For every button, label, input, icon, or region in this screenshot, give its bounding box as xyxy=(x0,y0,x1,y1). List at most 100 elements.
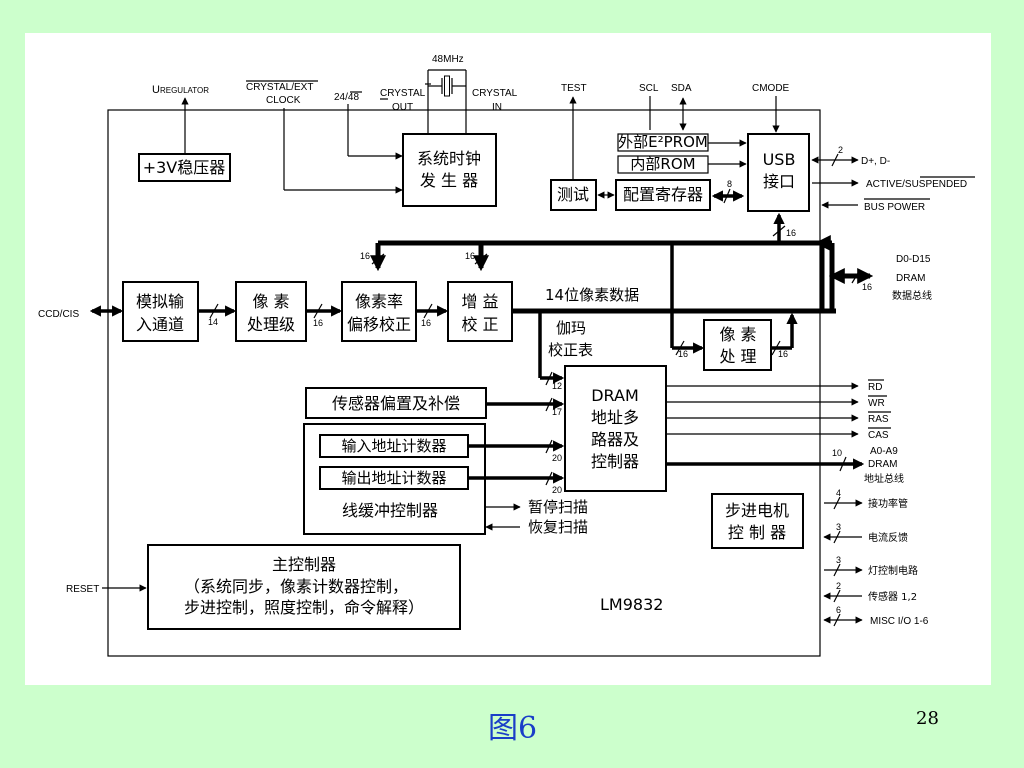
svg-text:配置寄存器: 配置寄存器 xyxy=(623,185,703,204)
usb-interface-block: USB 接口 xyxy=(747,133,810,212)
signal-ras: RAS xyxy=(868,414,889,425)
bus-width-20-b: 20 xyxy=(552,485,562,495)
int-rom-block: 内部ROM xyxy=(617,155,709,174)
svg-text:控 制 器: 控 制 器 xyxy=(728,523,786,542)
signal-d-plus-minus: D+, D- xyxy=(861,156,890,167)
label-gamma-1: 伽玛 xyxy=(556,319,586,337)
signal-crystal-out-1: CRYSTAL xyxy=(380,88,426,99)
bus-width-16-dram: 16 xyxy=(862,282,872,292)
bus-width-4: 4 xyxy=(836,488,841,498)
ext-prom-block: 外部E²PROM xyxy=(617,133,709,152)
svg-text:处理级: 处理级 xyxy=(247,315,295,334)
svg-text:接口: 接口 xyxy=(763,172,795,191)
svg-text:线缓冲控制器: 线缓冲控制器 xyxy=(342,501,438,520)
svg-text:入通道: 入通道 xyxy=(136,315,184,334)
svg-text:主控制器: 主控制器 xyxy=(272,555,336,574)
regulator-block: +3V稳压器 xyxy=(138,153,231,182)
bus-width-2-usb: 2 xyxy=(838,145,843,155)
page-number: 28 xyxy=(916,708,939,729)
signal-48mhz: 48MHz xyxy=(432,54,464,65)
bus-width-16-f: 16 xyxy=(778,349,788,359)
signal-d0-d15: D0-D15 xyxy=(896,254,931,265)
signal-active-suspended: ACTIVE/SUSPENDED xyxy=(866,179,967,190)
svg-text:校 正: 校 正 xyxy=(461,315,498,334)
svg-text:地址多: 地址多 xyxy=(591,408,639,427)
signal-misc-io: MISC I/O 1-6 xyxy=(870,616,929,627)
signal-ccd-cis: CCD/CIS xyxy=(38,309,79,320)
svg-text:像素率: 像素率 xyxy=(355,292,403,311)
bus-width-16-c: 16 xyxy=(313,318,323,328)
signal-dram-addr-bus: 地址总线 xyxy=(864,472,904,485)
svg-text:系统时钟: 系统时钟 xyxy=(417,149,481,168)
bus-width-16-d: 16 xyxy=(421,318,431,328)
config-register-block: 配置寄存器 xyxy=(615,179,711,211)
svg-text:发 生 器: 发 生 器 xyxy=(420,171,478,190)
signal-resume-scan: 恢复扫描 xyxy=(528,518,588,536)
chip-boundary xyxy=(107,109,821,657)
signal-sensor-12: 传感器 1,2 xyxy=(868,590,917,603)
bus-width-16-usb: 16 xyxy=(786,228,796,238)
signal-crystal-in-2: IN xyxy=(492,102,502,113)
crystal-symbol xyxy=(425,69,467,133)
label-14bit-pixel-data: 14位像素数据 xyxy=(545,286,639,304)
dram-controller-block: DRAM 地址多 路器及 控制器 xyxy=(564,365,667,492)
svg-text:步进电机: 步进电机 xyxy=(725,501,789,520)
svg-text:USB: USB xyxy=(763,150,796,169)
bus-width-10: 10 xyxy=(832,448,842,458)
svg-text:内部ROM: 内部ROM xyxy=(630,155,695,173)
svg-text:步进控制，照度控制，命令解释）: 步进控制，照度控制，命令解释） xyxy=(184,598,424,617)
output-address-counter-block: 输出地址计数器 xyxy=(319,466,469,490)
bus-width-2-b: 2 xyxy=(836,581,841,591)
signal-rd: RD xyxy=(868,382,882,393)
signal-dram-data-bus: 数据总线 xyxy=(892,289,932,302)
main-controller-block: 主控制器 （系统同步，像素计数器控制， 步进控制，照度控制，命令解释） xyxy=(147,544,461,630)
signal-reset: RESET xyxy=(66,584,99,595)
bus-width-14: 14 xyxy=(208,317,218,327)
input-address-counter-block: 输入地址计数器 xyxy=(319,434,469,458)
bus-width-3-a: 3 xyxy=(836,522,841,532)
bus-width-8: 8 xyxy=(727,179,732,189)
label-gamma-2: 校正表 xyxy=(548,341,593,359)
svg-text:像 素: 像 素 xyxy=(719,325,756,344)
signal-uregulator: UREGULATOR xyxy=(152,84,209,96)
svg-text:测试: 测试 xyxy=(557,185,589,204)
bus-width-6: 6 xyxy=(836,605,841,615)
signal-crystal-ext: CRYSTAL/EXT xyxy=(246,82,313,93)
signal-crystal-in-1: CRYSTAL xyxy=(472,88,518,99)
bus-width-12: 12 xyxy=(552,381,562,391)
sensor-compensation-block: 传感器偏置及补偿 xyxy=(305,387,487,419)
signal-wr: WR xyxy=(868,398,885,409)
bus-width-16-e: 16 xyxy=(678,349,688,359)
signal-a0-a9: A0-A9 xyxy=(870,446,898,457)
pixel-processing-block: 像 素 处 理 xyxy=(703,319,772,371)
svg-text:输出地址计数器: 输出地址计数器 xyxy=(341,469,446,487)
svg-text:处 理: 处 理 xyxy=(719,347,756,366)
bus-width-20-a: 20 xyxy=(552,453,562,463)
svg-text:像 素: 像 素 xyxy=(252,292,289,311)
stepper-motor-controller-block: 步进电机 控 制 器 xyxy=(711,493,804,549)
gain-correct-block: 增 益 校 正 xyxy=(447,281,513,342)
bus-width-17: 17 xyxy=(552,407,562,417)
signal-test: TEST xyxy=(561,83,587,94)
svg-text:模拟输: 模拟输 xyxy=(136,292,184,311)
svg-text:路器及: 路器及 xyxy=(591,430,639,449)
svg-text:+3V稳压器: +3V稳压器 xyxy=(143,158,226,177)
signal-clock: CLOCK xyxy=(266,95,301,106)
bus-width-16-a: 16 xyxy=(360,251,370,261)
signal-bus-power: BUS POWER xyxy=(864,202,925,213)
signal-dram-data: DRAM xyxy=(896,273,925,284)
chip-name: LM9832 xyxy=(600,595,663,614)
offset-correct-block: 像素率 偏移校正 xyxy=(341,281,417,342)
signal-cmode: CMODE xyxy=(752,83,790,94)
svg-text:DRAM: DRAM xyxy=(591,386,639,405)
svg-text:（系统同步，像素计数器控制，: （系统同步，像素计数器控制， xyxy=(184,577,408,596)
bus-width-16-b: 16 xyxy=(465,251,475,261)
svg-text:输入地址计数器: 输入地址计数器 xyxy=(341,437,446,455)
signal-power-tube: 接功率管 xyxy=(868,497,908,510)
signal-crystal-out-2: OUT xyxy=(392,102,413,113)
clock-generator-block: 系统时钟 发 生 器 xyxy=(402,133,497,207)
signal-pause-scan: 暂停扫描 xyxy=(528,498,588,516)
signal-scl: SCL xyxy=(639,83,659,94)
test-block: 测试 xyxy=(550,179,597,211)
